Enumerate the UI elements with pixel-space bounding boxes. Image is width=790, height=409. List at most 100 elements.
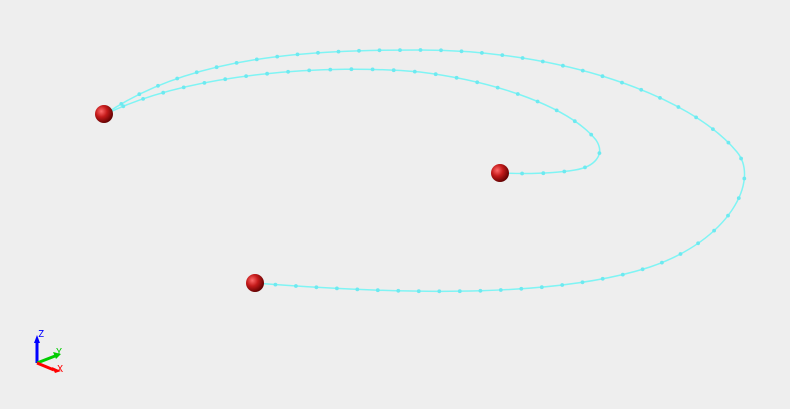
- axes-gizmo: Z Y X: [34, 329, 63, 375]
- waypoint-marker: [560, 283, 565, 287]
- waypoint-marker: [265, 71, 269, 76]
- waypoint-marker: [597, 151, 602, 156]
- waypoint-marker: [457, 289, 462, 294]
- trajectory-group: [102, 48, 747, 294]
- waypoint-marker: [676, 105, 681, 109]
- waypoint-marker: [137, 92, 142, 97]
- waypoint-marker: [355, 287, 360, 292]
- waypoint-marker: [202, 81, 207, 85]
- node-sphere-center[interactable]: [491, 164, 509, 182]
- waypoint-marker: [214, 65, 219, 70]
- waypoint-marker: [316, 50, 320, 55]
- waypoint-marker: [234, 61, 239, 65]
- waypoint-marker: [294, 284, 298, 288]
- waypoint-marker: [480, 51, 484, 55]
- waypoint-marker: [439, 48, 443, 53]
- node-spheres: [95, 105, 509, 292]
- waypoint-marker: [454, 75, 459, 80]
- node-sphere-bottom[interactable]: [246, 274, 264, 292]
- waypoint-marker: [314, 285, 319, 290]
- waypoint-marker: [433, 72, 438, 77]
- waypoint-marker: [273, 282, 278, 287]
- y-axis-arrow: [53, 352, 61, 359]
- waypoint-marker: [391, 68, 396, 73]
- waypoint-marker: [561, 63, 565, 68]
- waypoint-marker: [328, 67, 333, 72]
- waypoint-marker: [357, 48, 361, 53]
- waypoint-marker: [660, 260, 664, 265]
- waypoint-marker: [223, 77, 228, 82]
- waypoint-marker: [562, 169, 567, 174]
- waypoint-marker: [678, 252, 683, 256]
- waypoint-marker: [416, 289, 421, 294]
- waypoint-marker: [478, 288, 483, 293]
- waypoint-marker: [540, 59, 545, 64]
- waypoint-marker: [620, 80, 624, 85]
- node-sphere-top-left[interactable]: [95, 105, 113, 123]
- waypoint-marker: [418, 48, 423, 52]
- waypoint-marker: [696, 241, 700, 246]
- waypoint-marker: [600, 74, 605, 79]
- waypoint-marker: [244, 74, 249, 78]
- waypoint-marker: [639, 87, 644, 92]
- waypoint-marker: [175, 76, 180, 81]
- waypoint-marker: [519, 286, 524, 291]
- waypoint-marker: [500, 53, 505, 57]
- waypoints-group: [102, 48, 747, 294]
- waypoint-marker: [254, 57, 259, 62]
- z-axis-label: Z: [38, 329, 44, 340]
- y-axis-line: [36, 354, 56, 365]
- waypoint-marker: [726, 140, 731, 145]
- waypoint-marker: [580, 280, 585, 285]
- waypoint-marker: [336, 49, 341, 54]
- waypoint-marker: [495, 85, 500, 90]
- x-axis-arrow: [52, 367, 61, 373]
- waypoint-marker: [370, 67, 375, 72]
- z-axis-arrow: [34, 335, 40, 343]
- waypoint-marker: [539, 285, 544, 290]
- waypoint-marker: [554, 108, 559, 113]
- waypoint-marker: [535, 99, 540, 104]
- waypoint-marker: [736, 196, 741, 201]
- waypoint-marker: [275, 54, 280, 59]
- waypoint-marker: [307, 68, 312, 73]
- waypoint-marker: [572, 119, 577, 124]
- waypoint-marker: [181, 85, 186, 90]
- waypoint-marker: [541, 171, 546, 176]
- trajectory-outer-path: [103, 49, 746, 293]
- waypoint-marker: [156, 83, 160, 88]
- x-axis-line: [36, 361, 55, 372]
- y-axis-label: Y: [56, 347, 62, 358]
- waypoint-marker: [515, 92, 520, 96]
- waypoint-marker: [286, 69, 290, 74]
- waypoint-marker: [498, 288, 503, 292]
- waypoint-marker: [600, 276, 605, 281]
- waypoint-marker: [726, 213, 730, 218]
- waypoint-marker: [658, 96, 662, 100]
- waypoint-marker: [398, 48, 402, 52]
- waypoint-marker: [396, 288, 401, 293]
- waypoint-marker: [295, 52, 300, 57]
- waypoint-marker: [459, 49, 464, 54]
- waypoint-marker: [583, 165, 587, 170]
- waypoint-marker: [620, 272, 625, 277]
- waypoint-marker: [742, 176, 747, 181]
- waypoint-marker: [141, 97, 146, 101]
- waypoint-marker: [520, 171, 524, 176]
- waypoint-marker: [375, 288, 380, 293]
- waypoint-marker: [711, 127, 715, 131]
- waypoint-marker: [335, 286, 339, 291]
- waypoint-marker: [349, 67, 354, 72]
- waypoint-marker: [589, 132, 594, 137]
- waypoint-marker: [161, 90, 166, 95]
- waypoint-marker: [520, 56, 525, 60]
- x-axis-label: X: [57, 364, 63, 375]
- waypoint-marker: [712, 228, 716, 233]
- trajectory-inner-path: [103, 68, 601, 175]
- waypoint-marker: [194, 70, 199, 75]
- waypoint-marker: [739, 156, 743, 161]
- waypoint-marker: [580, 68, 585, 73]
- waypoint-marker: [640, 267, 645, 272]
